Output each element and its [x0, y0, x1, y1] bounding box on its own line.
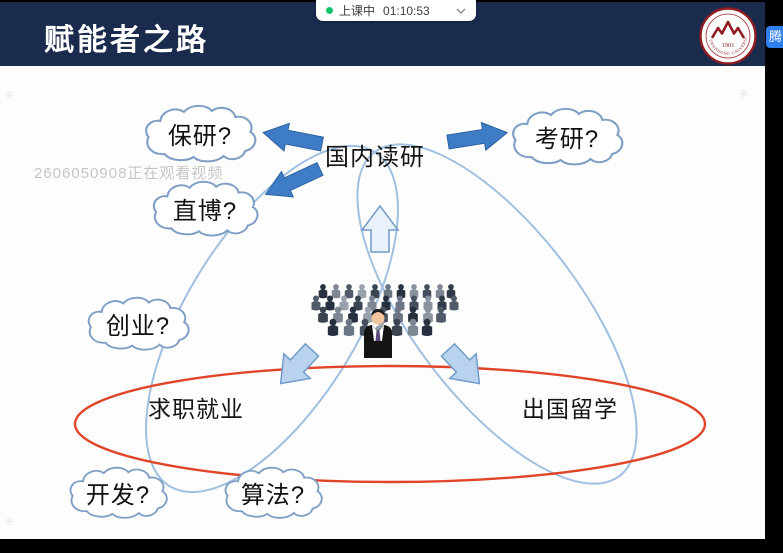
cloud-chuangye: 创业?: [84, 296, 192, 354]
class-timer: 01:10:53: [383, 3, 430, 18]
logo-year: 1901: [722, 42, 735, 49]
cloud-shape-icon: [87, 296, 190, 351]
presenter-figure: [364, 309, 392, 358]
cloud-shape-icon: [224, 466, 323, 519]
right-track-label: 出国留学: [522, 396, 618, 422]
cloud-shape-icon: [69, 466, 168, 519]
mountain-emblem-icon: [710, 20, 746, 39]
cloud-shape-icon: [145, 104, 257, 163]
cloud-zhibo: 直博?: [149, 180, 261, 240]
page-title: 赋能者之路: [44, 24, 209, 57]
university-logo: 1901 SHANDONG UNIVERSITY: [697, 3, 757, 65]
meeting-floating-button[interactable]: 腾: [766, 26, 783, 48]
cloud-label: 开发?: [85, 481, 151, 509]
class-status-label: 上课中: [339, 4, 376, 18]
arrow-up-icon: [361, 205, 399, 253]
cloud-kaifa: 开发?: [66, 466, 170, 522]
meeting-floating-button-label: 腾: [769, 29, 783, 44]
watermark-glyph: ✳: [4, 514, 15, 529]
diagram-graphic: [73, 118, 707, 494]
arrow-to-kaoyan-icon: [445, 118, 510, 157]
cloud-label: 创业?: [105, 312, 171, 340]
cloud-label: 考研?: [534, 125, 600, 153]
cloud-label: 直博?: [172, 197, 238, 225]
cloud-kaoyan: 考研?: [508, 107, 626, 169]
chevron-down-icon[interactable]: [456, 8, 466, 14]
cloud-label: 算法?: [240, 481, 306, 509]
track-ellipse-red: [73, 364, 707, 484]
crowd-clipart: [311, 284, 459, 358]
cloud-baoyan: 保研?: [141, 104, 259, 166]
loop-ellipse-right: [356, 143, 638, 485]
class-status-pill[interactable]: 上课中 01:10:53: [316, 0, 476, 21]
watermark-glyph: ✳: [4, 88, 15, 103]
watermark-glyph: ✳: [738, 86, 749, 101]
viewer-watermark: 2606050908正在观看视频: [34, 165, 224, 182]
cloud-label: 保研?: [167, 122, 233, 150]
center-node-label: 国内读研: [325, 143, 425, 171]
live-status-dot-icon: [326, 7, 333, 14]
meeting-window: 赋能者之路: [0, 2, 765, 539]
cloud-suanfa: 算法?: [221, 466, 325, 522]
slide-canvas: 2606050908正在观看视频 ✳ ✳ ✳ 保研? 考研? 直博?: [0, 66, 765, 539]
cloud-shape-icon: [512, 107, 624, 166]
left-track-label: 求职就业: [148, 396, 244, 422]
cloud-shape-icon: [152, 180, 259, 237]
